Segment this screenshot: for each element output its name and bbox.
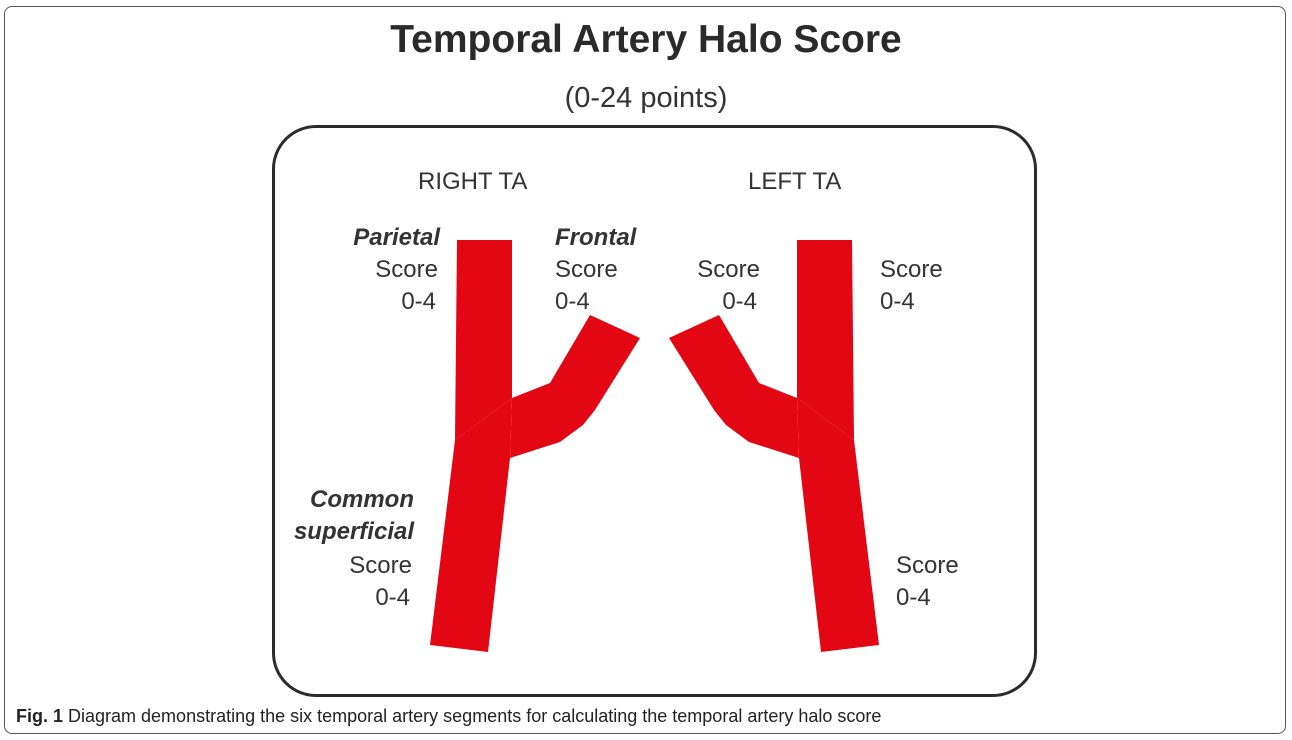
left-frontal-score-label: Score (640, 254, 760, 286)
left-common-score-range: 0-4 (896, 582, 931, 614)
right-parietal-score-label: Score (300, 254, 438, 286)
left-common-superficial-segment (797, 398, 879, 652)
figure-caption-text: Diagram demonstrating the six temporal a… (63, 706, 881, 726)
right-parietal-name: Parietal (300, 222, 440, 254)
right-temporal-artery (430, 240, 640, 652)
right-common-superficial-segment (430, 398, 512, 652)
right-frontal-score-label: Score (555, 254, 618, 286)
figure-caption-label: Fig. 1 (16, 706, 63, 726)
right-common-score-label: Score (270, 550, 412, 582)
right-parietal-score-range: 0-4 (300, 286, 436, 318)
figure-caption: Fig. 1 Diagram demonstrating the six tem… (16, 706, 881, 727)
left-ta-header: LEFT TA (748, 166, 841, 198)
left-frontal-score-range: 0-4 (640, 286, 757, 318)
left-parietal-score-label: Score (880, 254, 943, 286)
right-frontal-name: Frontal (555, 222, 636, 254)
right-common-score-range: 0-4 (270, 582, 410, 614)
right-frontal-branch (510, 315, 640, 458)
left-common-score-label: Score (896, 550, 959, 582)
right-ta-header: RIGHT TA (418, 166, 527, 198)
right-frontal-score-range: 0-4 (555, 286, 590, 318)
right-common-name-line1: Common (270, 484, 414, 516)
right-common-name-line2: superficial (270, 516, 414, 548)
left-parietal-score-range: 0-4 (880, 286, 915, 318)
left-frontal-branch (669, 315, 799, 458)
